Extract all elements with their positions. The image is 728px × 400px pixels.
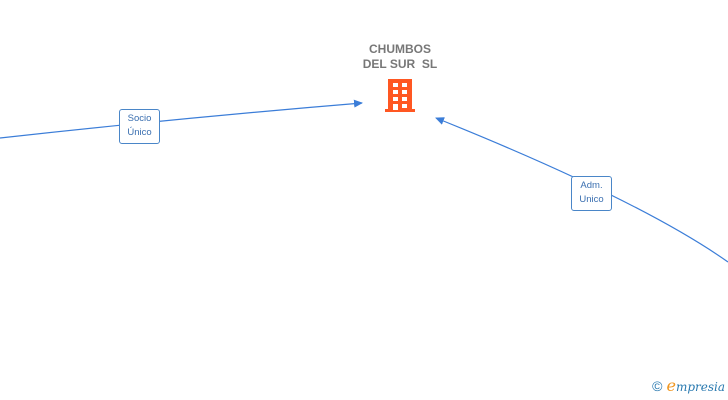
edge-label-socio-unico[interactable]: Socio Único [119,109,160,144]
footer-brand: © empresia [652,376,725,395]
building-icon[interactable] [385,79,417,113]
company-name-line2: DEL SUR SL [362,57,438,71]
edge-label-line1: Adm. [580,180,603,191]
edge-label-adm-unico[interactable]: Adm. Unico [571,176,612,211]
edge-label-line1: Socio [127,113,152,124]
brand-initial: e [666,376,676,395]
brand-name: mpresia [675,380,725,394]
copyright-icon: © [652,377,663,394]
edge-socio-unico [0,99,363,139]
edge-label-line2: Unico [579,194,604,205]
brand-logo: empresia [666,376,725,395]
company-name-line1: CHUMBOS [369,42,431,56]
company-name[interactable]: CHUMBOS DEL SUR SL [340,42,460,72]
edge-label-line2: Único [127,127,152,138]
